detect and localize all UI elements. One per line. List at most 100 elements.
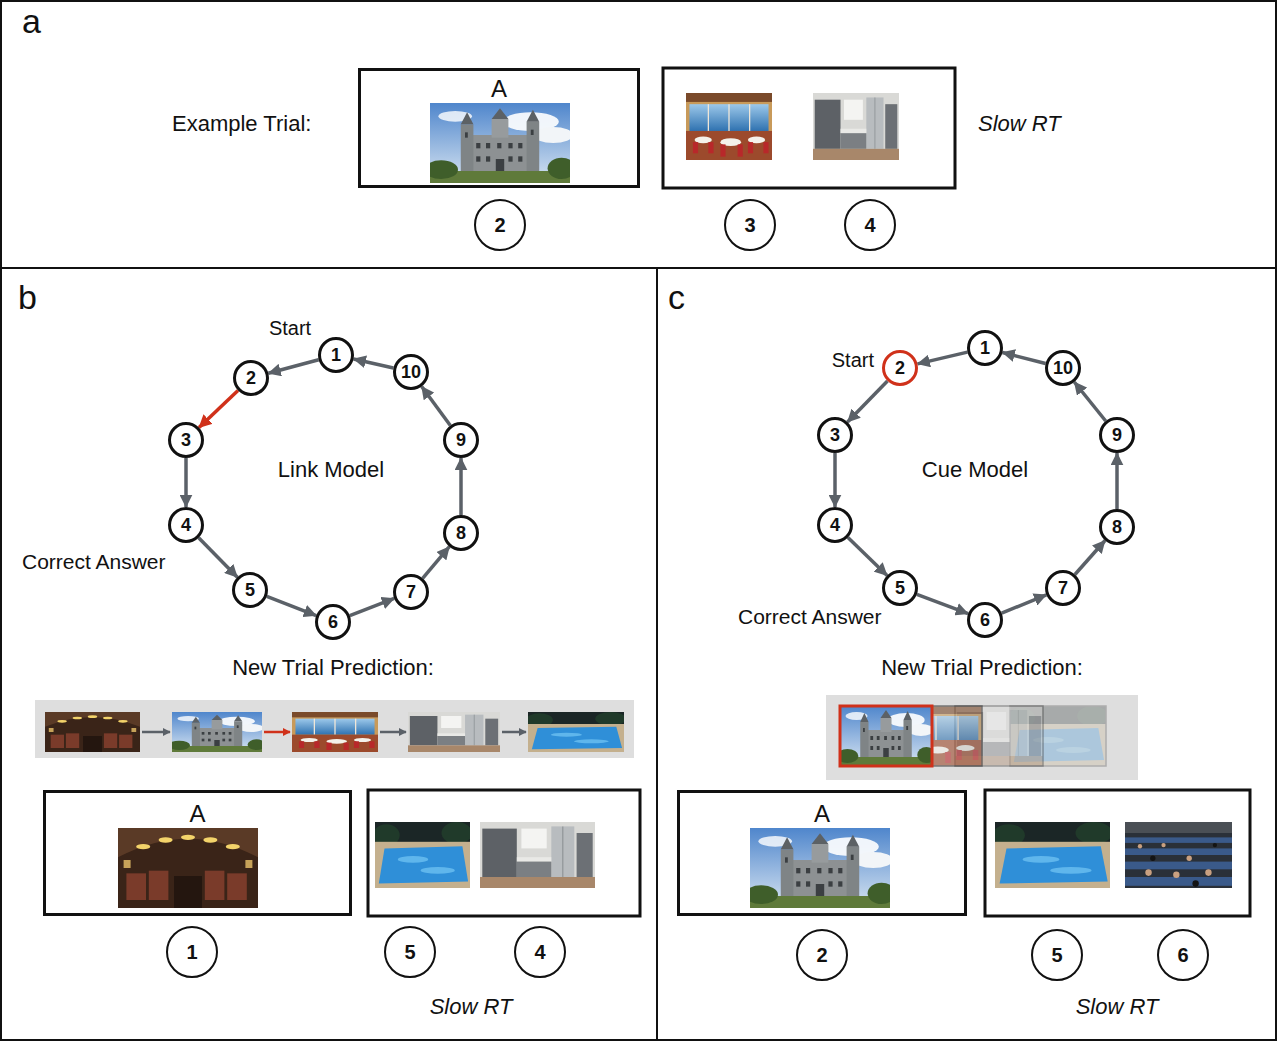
strip-arrow: [142, 731, 170, 734]
sequence-arrow: [268, 360, 318, 374]
node-text: 1: [331, 346, 341, 364]
node-text: 10: [401, 363, 421, 381]
node-text: 4: [830, 516, 840, 534]
plane-photo: [118, 828, 258, 908]
sequence-arrow: [917, 594, 968, 613]
node-text: 8: [456, 524, 466, 542]
strip-arrow: [502, 731, 526, 734]
sequence-arrow: [459, 458, 463, 515]
node-text: 2: [895, 359, 905, 377]
answer-label: Correct Answer: [738, 605, 882, 628]
item-number: 5: [1031, 929, 1083, 981]
prediction-caption: New Trial Prediction:: [881, 656, 1083, 680]
node-text: 2: [816, 945, 827, 965]
sequence-node: 4: [817, 507, 853, 543]
prediction-strip: [826, 695, 1138, 780]
choice-box: [368, 790, 640, 916]
lecture-hall-photo: [1125, 822, 1232, 888]
node-text: 9: [1112, 426, 1122, 444]
sequence-arrow: [1115, 453, 1119, 509]
item-number: 4: [844, 199, 896, 251]
panel-letter: a: [22, 3, 41, 40]
choice-box: [663, 68, 955, 188]
sequence-arrow: [199, 538, 238, 577]
start-label: Start: [269, 317, 311, 339]
sequence-node: 8: [1099, 509, 1135, 545]
node-text: 7: [406, 583, 416, 601]
castle-photo: [744, 828, 895, 908]
rt-note: Slow RT: [430, 995, 513, 1019]
node-text: 10: [1053, 359, 1073, 377]
sequence-node: 10: [1045, 350, 1081, 386]
node-text: 1: [186, 942, 197, 962]
item-number: 3: [724, 199, 776, 251]
node-text: 3: [830, 426, 840, 444]
sequence-node: 1: [967, 330, 1003, 366]
castle-photo: [836, 706, 935, 766]
node-text: 9: [456, 431, 466, 449]
item-number: 2: [796, 929, 848, 981]
sequence-arrow: [848, 538, 887, 576]
model-name: Link Model: [278, 458, 384, 482]
cue-trial-box: A: [358, 68, 640, 188]
sequence-arrow: [354, 359, 394, 368]
rt-note: Slow RT: [978, 112, 1061, 136]
strip-arrow: [264, 731, 290, 734]
cue-highlight: [840, 706, 932, 766]
connector-group: [186, 352, 1117, 615]
sequence-node: 6: [967, 602, 1003, 638]
kitchen-photo: [408, 712, 500, 752]
node-text: 6: [980, 611, 990, 629]
panel-letter: c: [668, 279, 685, 316]
sequence-arrow: [423, 547, 450, 579]
cue-trial-box: A: [43, 790, 352, 916]
sequence-arrow: [833, 453, 837, 507]
answer-label: Correct Answer: [22, 550, 166, 573]
sequence-node: 10: [393, 354, 429, 390]
node-text: 7: [1058, 579, 1068, 597]
restaurant-photo: [686, 93, 772, 160]
sequence-node: 3: [817, 417, 853, 453]
choice-box: [985, 790, 1250, 916]
sequence-arrow: [199, 390, 238, 427]
sequence-arrow: [350, 598, 394, 615]
panel-divider: [656, 268, 658, 1041]
node-text: 5: [245, 581, 255, 599]
cue-trial-box: A: [677, 790, 967, 916]
item-number: 2: [474, 199, 526, 251]
node-text: 5: [1051, 945, 1062, 965]
prediction-caption: New Trial Prediction:: [232, 656, 434, 680]
node-text: 2: [494, 215, 505, 235]
sequence-arrow: [918, 352, 968, 364]
sequence-arrow: [422, 387, 451, 426]
sequence-arrow: [1074, 382, 1105, 421]
sequence-arrow: [1075, 540, 1105, 574]
item-number: 4: [514, 926, 566, 978]
node-text: 4: [181, 516, 191, 534]
item-number: 5: [384, 926, 436, 978]
prediction-strip: [35, 700, 634, 758]
node-text: A: [189, 802, 205, 826]
sequence-arrow: [848, 381, 888, 422]
restaurant-photo: [292, 712, 378, 752]
node-text: 5: [895, 579, 905, 597]
node-text: 8: [1112, 518, 1122, 536]
sequence-arrow: [1002, 352, 1045, 363]
kitchen-photo: [480, 822, 595, 888]
castle-photo: [424, 103, 575, 183]
start-label: Start: [832, 349, 874, 371]
node-text: A: [814, 802, 830, 826]
sequence-arrow: [267, 596, 316, 615]
pool-photo: [526, 712, 626, 752]
sequence-node: 3: [168, 422, 204, 458]
sequence-node: 2: [233, 360, 269, 396]
node-text: 3: [744, 215, 755, 235]
sequence-node: 9: [1099, 417, 1135, 453]
node-text: 4: [864, 215, 875, 235]
node-text: A: [491, 77, 507, 101]
pool-photo: [373, 822, 472, 888]
node-text: 6: [328, 613, 338, 631]
sequence-node: 9: [443, 422, 479, 458]
